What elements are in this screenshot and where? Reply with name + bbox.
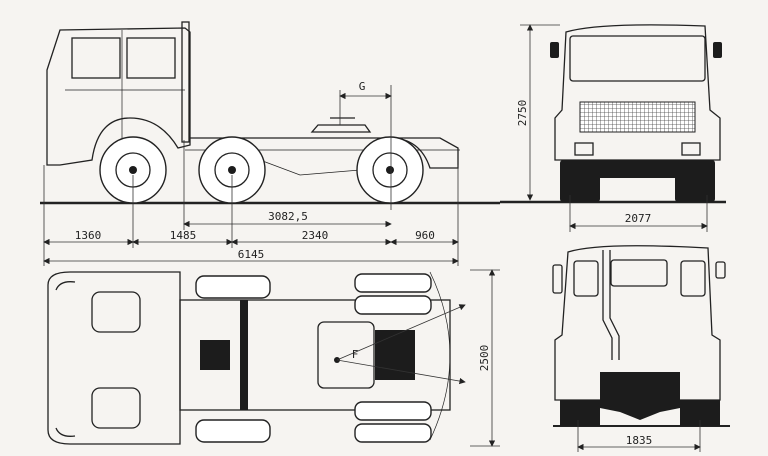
top-view: F 2500: [47, 269, 500, 447]
tyres-top: [195, 273, 432, 443]
dim-2340: 2340: [302, 229, 329, 242]
cab-front: [554, 24, 721, 161]
grille: [579, 101, 696, 133]
rear-view: 1835: [552, 245, 730, 452]
dim-1835: 1835: [626, 434, 653, 447]
dim-2750: 2750: [516, 100, 529, 127]
rear-window: [126, 37, 176, 79]
dim-2077: 2077: [625, 212, 652, 225]
dim-1485: 1485: [170, 229, 197, 242]
front-view: 2750 2077: [500, 24, 726, 232]
dim-3082-5: 3082,5: [268, 210, 308, 223]
wheel-rear: [356, 136, 424, 204]
windscreen: [569, 35, 706, 82]
exhaust-stack: [602, 250, 620, 360]
side-view: G 3082,5 1360 1485 2340 960 6145: [40, 21, 500, 266]
cab-side: [46, 27, 191, 166]
door-window: [71, 37, 121, 79]
dim-960: 960: [415, 229, 435, 242]
wheel-front: [99, 136, 167, 204]
cab-top: [47, 271, 181, 445]
dim-2500: 2500: [478, 345, 491, 372]
label-g: G: [359, 80, 366, 93]
label-f: F: [352, 348, 359, 361]
dim-6145: 6145: [238, 248, 265, 261]
dim-1360: 1360: [75, 229, 102, 242]
fifth-wheel-top: [317, 321, 375, 389]
fifth-wheel: [310, 117, 372, 133]
